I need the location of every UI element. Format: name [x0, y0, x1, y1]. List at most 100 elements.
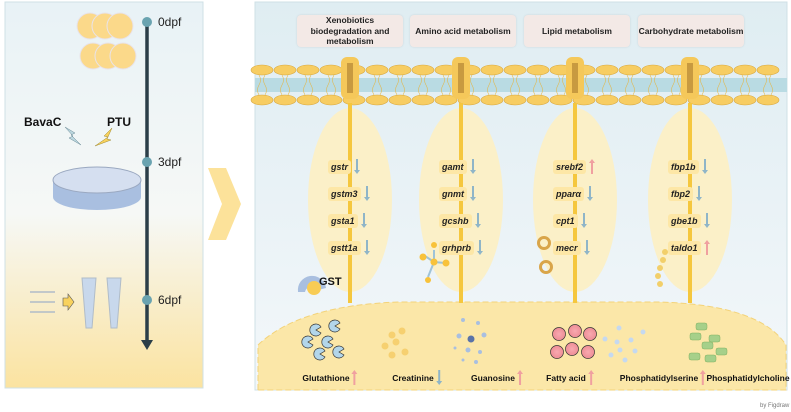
larvae-tubes-icon — [30, 277, 122, 329]
gene-name: gstt1a — [328, 240, 361, 255]
fatty-acid-icon — [550, 324, 597, 359]
arrow-up-icon — [700, 370, 707, 385]
arrow-down-icon — [363, 240, 370, 255]
metabolite-name: Glutathione — [302, 372, 350, 383]
metabolite-item: Phosphatidylserine — [619, 370, 707, 385]
phosphatidylcholine-icon — [688, 322, 728, 363]
metabolite-name: Phosphatidylserine — [619, 372, 699, 383]
gene-item: fbp2 — [668, 186, 702, 201]
arrow-down-icon — [696, 186, 702, 201]
metabolite-item: Fatty acid — [546, 370, 594, 385]
lightning-icons — [64, 126, 113, 147]
signal-stem — [688, 103, 692, 303]
arrow-down-icon — [583, 240, 590, 255]
metabolite-icons — [301, 318, 728, 364]
gene-item: gnmt — [439, 186, 476, 201]
gene-name: mecr — [553, 240, 581, 255]
gene-name: gstm3 — [328, 186, 361, 201]
arrow-down-icon — [474, 213, 481, 228]
arrow-down-icon — [363, 186, 370, 201]
treatment-bavac: BavaC — [24, 115, 62, 129]
gst-label: GST — [319, 276, 342, 288]
gene-name: grhprb — [439, 240, 474, 255]
category-label: Lipid metabolism — [524, 15, 630, 47]
gene-item: srebf2 — [553, 159, 596, 174]
arrow-down-icon — [701, 159, 708, 174]
metabolite-name: Phosphatidylcholine — [706, 372, 790, 383]
treatment-ptu: PTU — [107, 115, 131, 129]
gene-item: mecr — [553, 240, 590, 255]
arrow-down-icon — [580, 213, 587, 228]
signal-stem — [348, 103, 352, 303]
arrow-down-icon — [354, 159, 361, 174]
metabolite-item: Guanosine — [471, 370, 523, 385]
gene-item: gbe1b — [668, 213, 710, 228]
signal-stem — [459, 103, 463, 303]
timeline-axis — [141, 17, 153, 350]
category-label: Amino acid metabolism — [410, 15, 516, 47]
arrow-down-icon — [587, 186, 594, 201]
gene-item: grhprb — [439, 240, 483, 255]
amino-acid-molecule-icon — [419, 242, 450, 283]
arrow-down-icon — [435, 370, 442, 385]
metabolite-item: Creatinine — [392, 370, 442, 385]
gene-name: fbp2 — [668, 186, 693, 201]
metabolite-name: Fatty acid — [546, 372, 586, 383]
gene-item: gcshb — [439, 213, 481, 228]
arrow-up-icon — [587, 370, 594, 385]
gene-item: gsta1 — [328, 213, 367, 228]
gene-name: gbe1b — [668, 213, 701, 228]
gene-item: gstt1a — [328, 240, 370, 255]
glycogen-chain-icon — [655, 249, 668, 287]
arrow-down-icon — [469, 159, 476, 174]
arrow-up-icon — [589, 159, 596, 174]
gene-name: gstr — [328, 159, 352, 174]
gst-icon — [297, 275, 326, 295]
gene-name: gsta1 — [328, 213, 358, 228]
timepoint-3dpf: 3dpf — [158, 155, 182, 169]
gene-name: taldo1 — [668, 240, 701, 255]
gene-item: fbp1b — [668, 159, 708, 174]
gene-name: gamt — [439, 159, 467, 174]
gene-item: gamt — [439, 159, 476, 174]
metabolite-item: Glutathione — [302, 370, 358, 385]
gene-item: taldo1 — [668, 240, 710, 255]
creatinine-icon — [381, 327, 409, 359]
arrow-up-icon — [703, 240, 710, 255]
arrow-down-icon — [703, 213, 710, 228]
metabolite-item: Phosphatidylcholine — [706, 370, 791, 385]
lipid-droplet-icon — [537, 236, 553, 274]
glutathione-icon — [301, 319, 345, 361]
gene-name: srebf2 — [553, 159, 587, 174]
arrow-up-icon — [351, 370, 358, 385]
gene-name: cpt1 — [553, 213, 578, 228]
gene-name: fbp1b — [668, 159, 699, 174]
category-label: Carbohydrate metabolism — [638, 15, 744, 47]
credit: by Figdraw — [760, 403, 790, 409]
category-label: Xenobiotics biodegradation and metabolis… — [297, 15, 403, 47]
metabolite-name: Guanosine — [471, 372, 515, 383]
gene-item: gstr — [328, 159, 361, 174]
gene-name: gcshb — [439, 213, 472, 228]
gene-name: pparα — [553, 186, 585, 201]
metabolite-name: Creatinine — [392, 372, 434, 383]
gene-name: gnmt — [439, 186, 467, 201]
signal-stem — [573, 103, 577, 303]
gene-item: pparα — [553, 186, 594, 201]
arrow-up-icon — [516, 370, 523, 385]
arrow-down-icon — [477, 240, 483, 255]
phosphatidylserine-icon — [602, 325, 646, 363]
arrow-down-icon — [470, 186, 476, 201]
cell-body — [257, 301, 787, 391]
chevron-arrow-icon — [208, 168, 241, 240]
timepoint-6dpf: 6dpf — [158, 293, 182, 307]
embryos — [76, 12, 137, 70]
timepoint-0dpf: 0dpf — [158, 15, 182, 29]
cell-membrane — [250, 57, 787, 106]
guanosine-icon — [453, 318, 487, 364]
gene-item: gstm3 — [328, 186, 370, 201]
gene-item: cpt1 — [553, 213, 587, 228]
petri-dish-icon — [52, 166, 142, 210]
arrow-down-icon — [360, 213, 367, 228]
